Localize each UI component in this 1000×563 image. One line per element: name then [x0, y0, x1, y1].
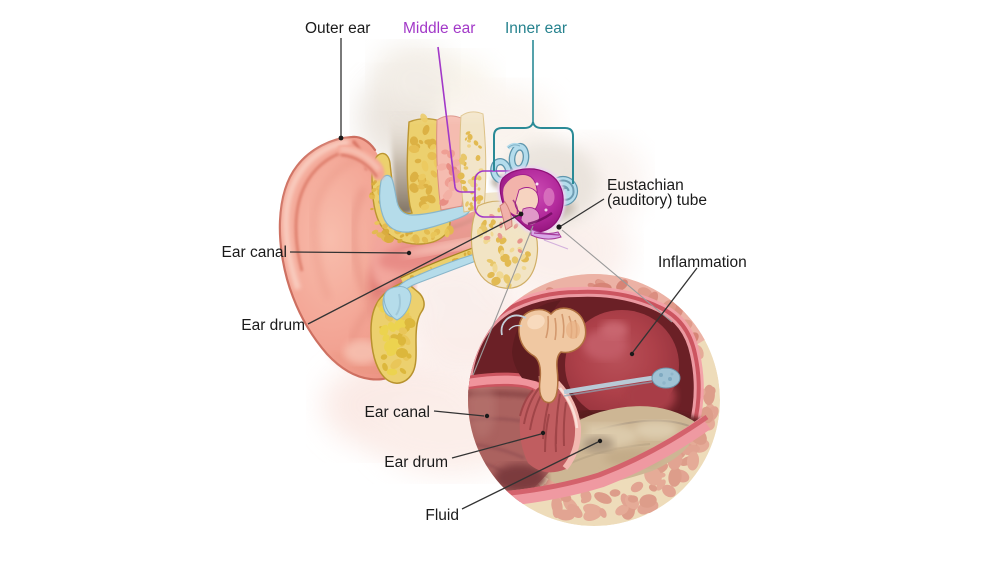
svg-text:Outer ear: Outer ear	[305, 20, 370, 37]
svg-text:Eustachian: Eustachian	[607, 177, 684, 194]
svg-text:Ear drum: Ear drum	[384, 454, 448, 471]
svg-text:Fluid: Fluid	[425, 507, 459, 524]
svg-text:Ear drum: Ear drum	[241, 317, 305, 334]
svg-text:(auditory) tube: (auditory) tube	[607, 192, 707, 209]
svg-text:Inflammation: Inflammation	[658, 254, 747, 271]
svg-text:Inner ear: Inner ear	[505, 20, 567, 37]
svg-text:Middle ear: Middle ear	[403, 20, 475, 37]
svg-text:Ear canal: Ear canal	[365, 404, 430, 421]
svg-text:Ear canal: Ear canal	[222, 244, 287, 261]
